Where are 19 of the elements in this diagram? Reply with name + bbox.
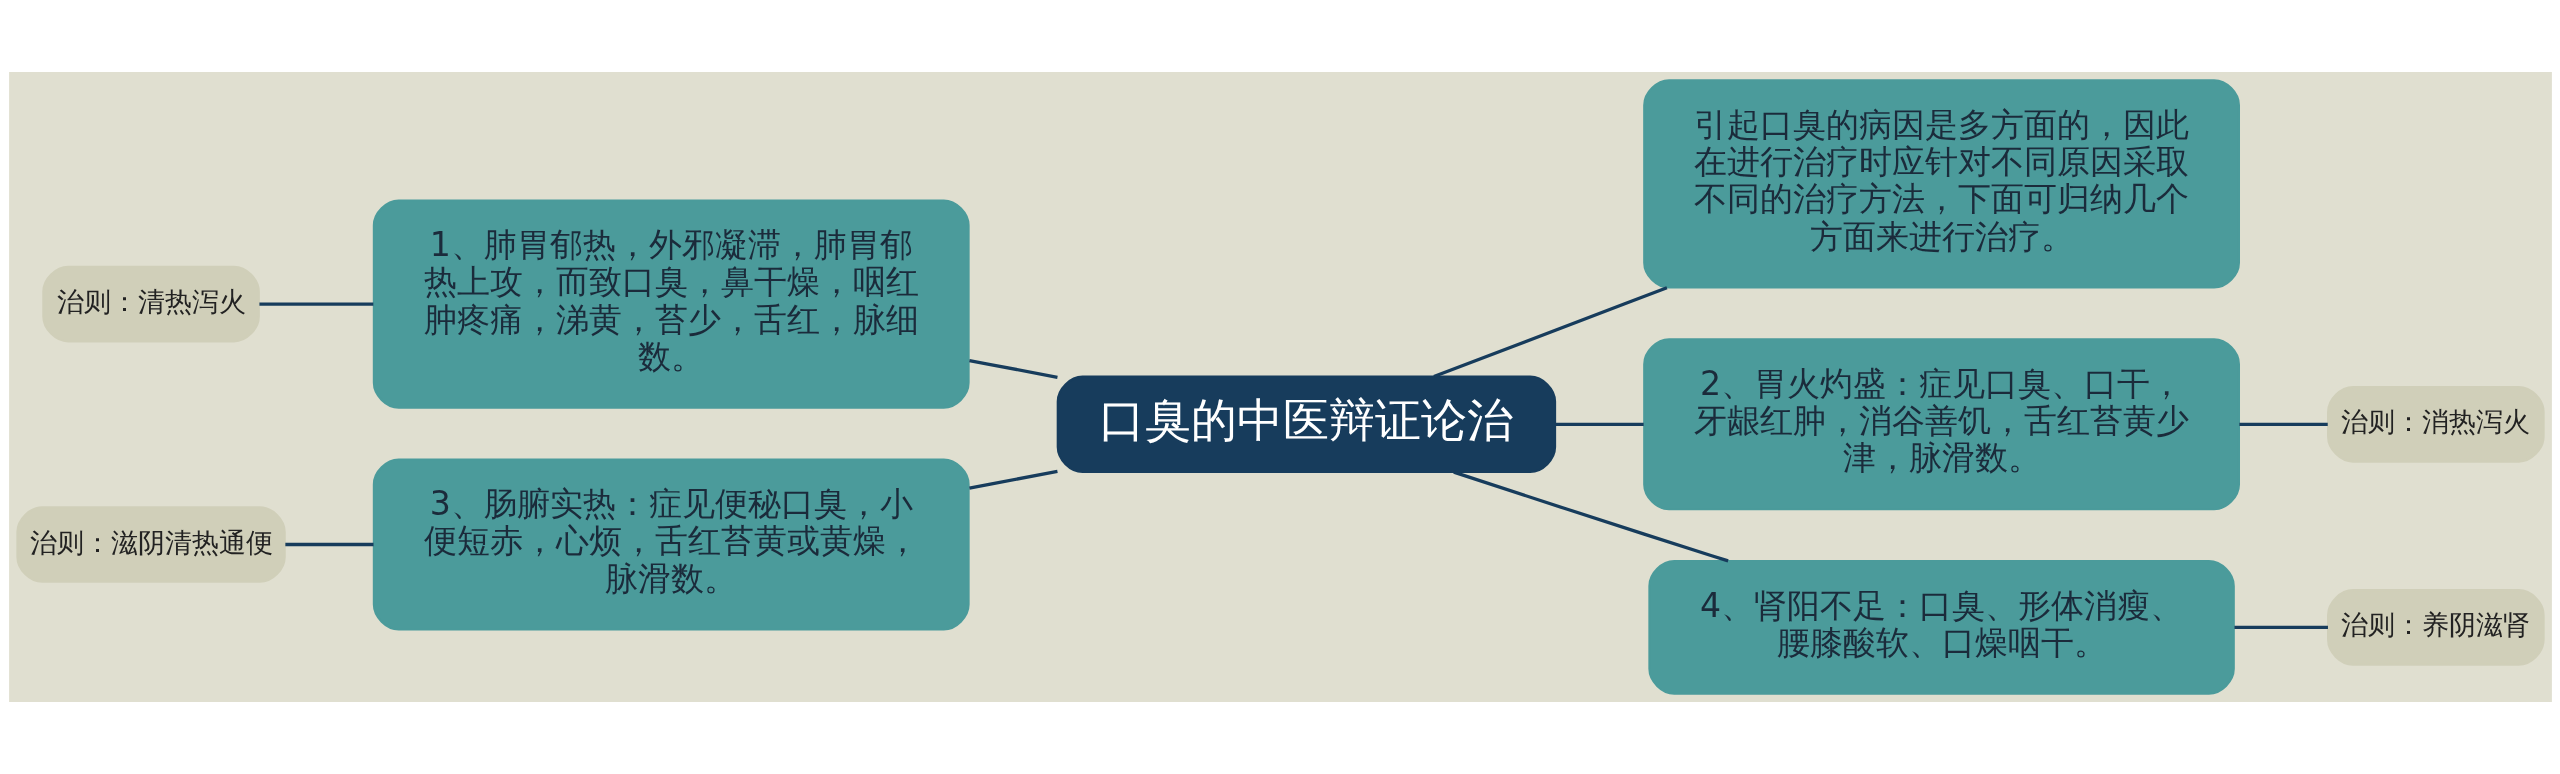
node-box: 引起口臭的病因是多方面的，因此在进行治疗时应针对不同原因采取不同的治疗方法，下面可归纳几个方面来进行治疗。 — [1642, 79, 2240, 289]
node-box: 治则：滋阴清热通便 — [15, 506, 286, 583]
node-box: 4、肾阳不足：口臭、形体消瘦、腰膝酸软、口燥咽干。 — [1647, 560, 2235, 695]
node-box: 口臭的中医辩证论治 — [1056, 375, 1556, 473]
connector — [1432, 286, 1667, 379]
connector — [258, 302, 373, 306]
node-box: 3、肠腑实热：症见便秘口臭，小便短赤，心烦，舌红苔黄或黄燥，脉滑数。 — [372, 458, 970, 631]
connector — [2233, 625, 2328, 630]
connector — [284, 542, 374, 547]
connector — [1554, 422, 1644, 426]
node-box: 治则：养阴滋肾 — [2326, 589, 2545, 666]
connector — [968, 469, 1058, 490]
node-box: 1、肺胃郁热，外邪凝滞，肺胃郁热上攻，而致口臭，鼻干燥，咽红肿疼痛，涕黄，苔少，舌红，脉细数。 — [372, 199, 970, 409]
node-box: 治则：消热泻火 — [2326, 385, 2545, 463]
connector — [1452, 470, 1729, 563]
node-box: 治则：清热泻火 — [41, 265, 260, 343]
connector — [2238, 422, 2328, 426]
connector — [968, 358, 1058, 379]
node-box: 2、胃火灼盛：症见口臭、口干，牙龈红肿，消谷善饥，舌红苔黄少津，脉滑数。 — [1642, 338, 2240, 511]
